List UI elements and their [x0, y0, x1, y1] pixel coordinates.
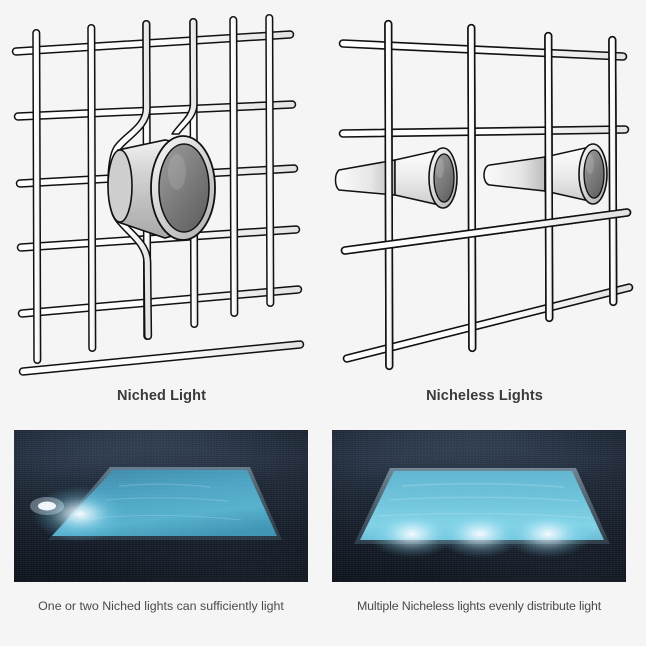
- lens-highlight-2: [586, 154, 594, 174]
- photo-caption-niched: One or two Niched lights can sufficientl…: [38, 599, 284, 613]
- lens-highlight-1: [436, 158, 444, 178]
- light-lens-2: [583, 149, 605, 199]
- photo-panel-niched: One or two Niched lights can sufficientl…: [14, 430, 308, 646]
- pool-photo-one-light: [14, 430, 308, 582]
- nicheless-light-fixture-1: [334, 147, 458, 209]
- panel-nicheless: Nicheless Lights: [323, 0, 646, 420]
- diagram-row: Niched Light: [0, 0, 646, 420]
- niched-light-diagram: [11, 14, 305, 376]
- nicheless-lights-diagram: [334, 19, 634, 371]
- light-lens-1: [433, 153, 455, 203]
- conduit-pipe-1: [334, 159, 396, 196]
- rebar-grid-foreground: [340, 19, 632, 371]
- photo-vignette: [332, 430, 626, 582]
- panel-label-nicheless: Nicheless Lights: [426, 388, 543, 404]
- photo-caption-nicheless: Multiple Nicheless lights evenly distrib…: [356, 599, 602, 613]
- pool-photo-three-lights: [332, 430, 626, 582]
- panel-label-niched: Niched Light: [117, 388, 206, 404]
- lens-highlight: [168, 154, 186, 190]
- photo-panel-nicheless: Multiple Nicheless lights evenly distrib…: [332, 430, 626, 646]
- panel-niched: Niched Light: [0, 0, 323, 420]
- conduit-pipe-2: [483, 156, 546, 192]
- bent-bars-around-niche: [107, 18, 198, 340]
- photo-row: One or two Niched lights can sufficientl…: [0, 430, 646, 646]
- niche-back: [107, 149, 133, 223]
- light-lens: [158, 143, 210, 233]
- photo-vignette: [14, 430, 308, 582]
- photo-grain: [14, 430, 308, 582]
- nicheless-light-fixture-2: [483, 143, 608, 205]
- photo-grain: [332, 430, 626, 582]
- niched-light-fixture: [107, 135, 216, 241]
